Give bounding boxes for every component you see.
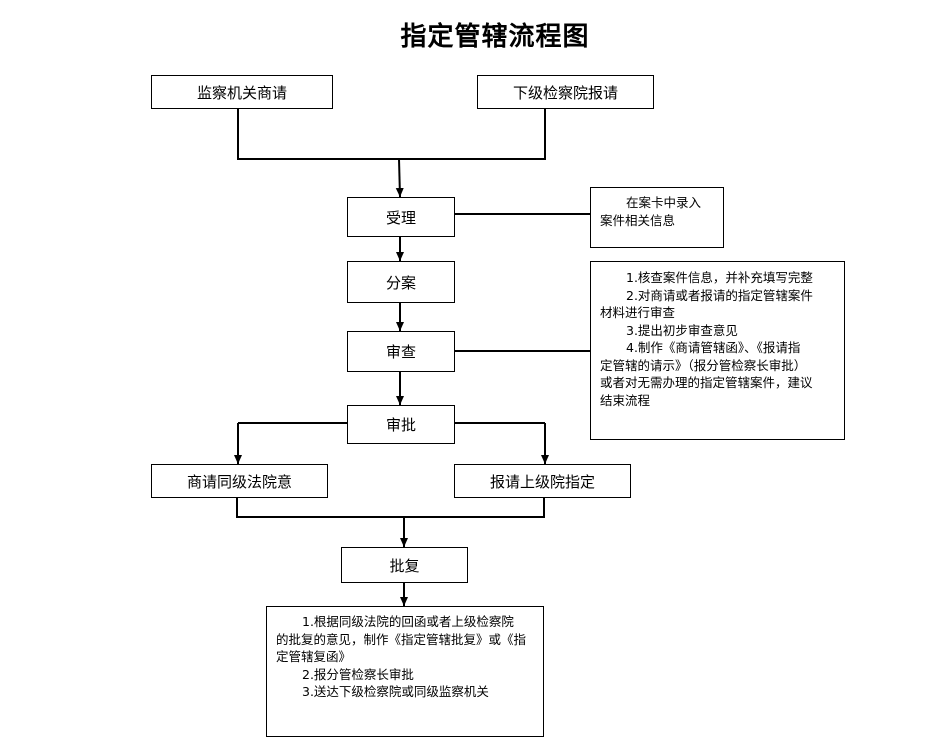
supervision-request-box: 监察机关商请 — [151, 75, 333, 109]
assign-box: 分案 — [347, 261, 455, 303]
reply-box: 批复 — [341, 547, 468, 583]
review-box: 审查 — [347, 331, 455, 372]
note-line: 的批复的意见，制作《指定管辖批复》或《指 — [276, 631, 527, 647]
reply-note-box: 1.根据同级法院的回函或者上级检察院 的批复的意见，制作《指定管辖批复》或《指 … — [266, 606, 544, 737]
accept-note-box: 在案卡中录入 案件相关信息 — [590, 187, 724, 248]
note-line: 1.根据同级法院的回函或者上级检察院 — [302, 614, 514, 629]
review-note-box: 1.核查案件信息，并补充填写完整 2.对商请或者报请的指定管辖案件 材料进行审查… — [590, 261, 845, 440]
note-line: 3.送达下级检察院或同级监察机关 — [302, 684, 489, 699]
lower-procuratorate-report-box: 下级检察院报请 — [477, 75, 654, 109]
consult-court-box: 商请同级法院意 — [151, 464, 328, 498]
page-title: 指定管辖流程图 — [400, 22, 590, 52]
approve-box: 审批 — [347, 405, 455, 444]
note-line: 案件相关信息 — [600, 212, 676, 228]
note-line: 材料进行审查 — [600, 305, 676, 320]
note-line: 4.制作《商请管辖函》、《报请指 — [626, 340, 801, 355]
note-line: 定管辖复函》 — [276, 649, 352, 664]
accept-box: 受理 — [347, 197, 455, 237]
report-superior-box: 报请上级院指定 — [454, 464, 631, 498]
connector-arrow — [395, 158, 404, 198]
note-line: 2.对商请或者报请的指定管辖案件 — [626, 287, 813, 303]
note-line: 定管辖的请示》（报分管检察长审批） — [600, 357, 807, 373]
note-line: 1.核查案件信息，并补充填写完整 — [626, 270, 813, 285]
note-line: 2.报分管检察长审批 — [302, 666, 414, 682]
note-line: 结束流程 — [600, 392, 651, 408]
note-line: 在案卡中录入 — [626, 195, 702, 210]
note-line: 或者对无需办理的指定管辖案件，建议 — [600, 375, 813, 390]
note-line: 3.提出初步审查意见 — [626, 322, 738, 338]
